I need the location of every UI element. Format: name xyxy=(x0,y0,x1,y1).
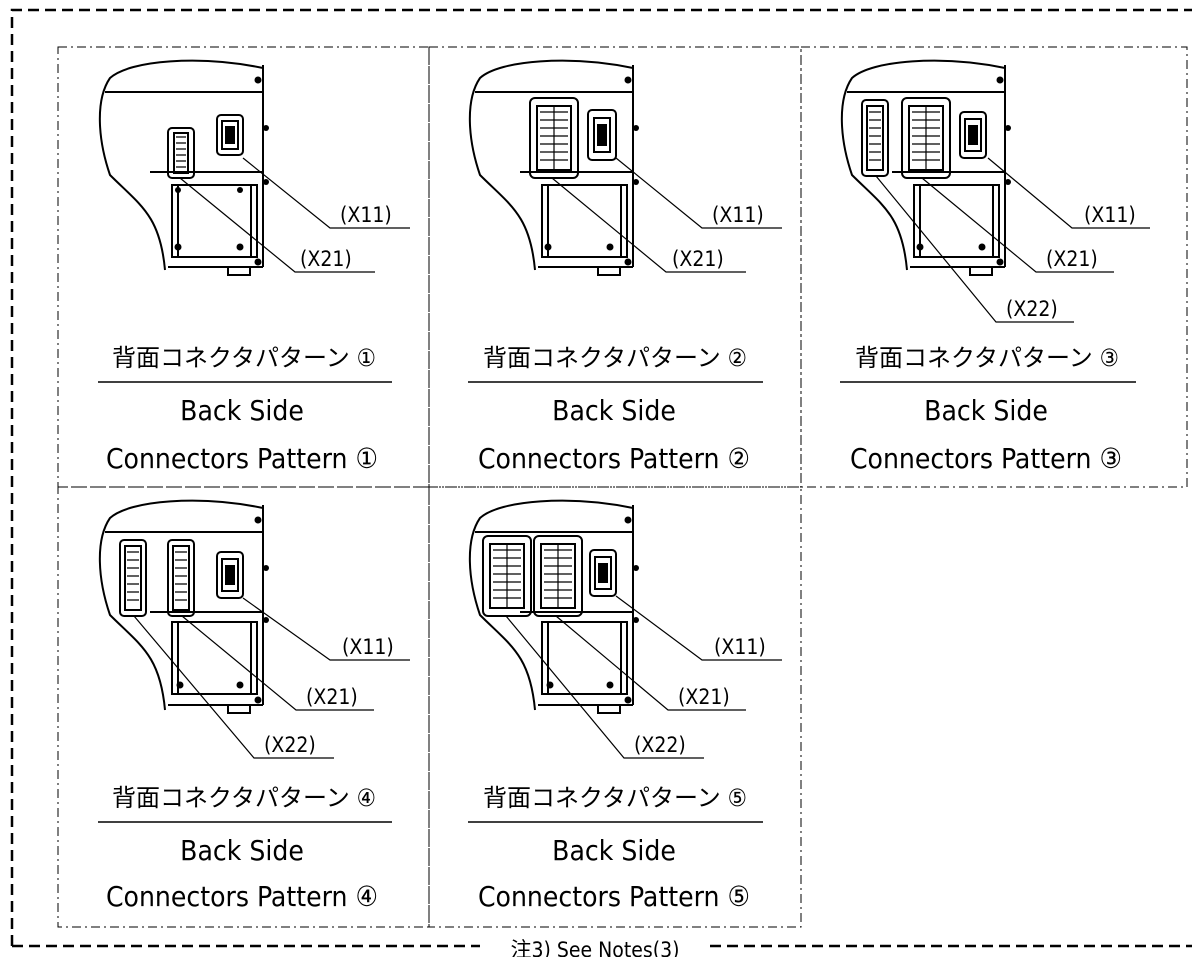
callout-x11: (X11) xyxy=(714,635,766,659)
controller-body-drawing xyxy=(468,59,634,276)
connector-x11 xyxy=(587,109,617,161)
mount-screws xyxy=(916,76,1011,266)
leader-lines xyxy=(551,157,782,273)
leader-lines xyxy=(505,595,782,759)
pattern-title-jp: 背面コネクタパターン ④ xyxy=(112,784,376,812)
mount-screws xyxy=(174,76,269,266)
pattern-title-en-line2: Connectors Pattern ④ xyxy=(106,880,378,913)
mount-screws xyxy=(544,76,639,266)
pattern-title-en-line1: Back Side xyxy=(552,834,676,867)
pattern-title-en-line2: Connectors Pattern ① xyxy=(106,442,378,475)
mount-screws xyxy=(546,516,639,704)
controller-body-drawing xyxy=(98,499,264,714)
leader-lines xyxy=(133,597,410,759)
connector-x21 xyxy=(529,97,579,179)
panel-pattern-1: (X11) (X21) 背面コネクタパターン ① Back Side Conne… xyxy=(98,59,410,475)
panel-frame-4 xyxy=(57,486,430,928)
pattern-title-en-line1: Back Side xyxy=(552,394,676,427)
pattern-title-en-line1: Back Side xyxy=(180,394,304,427)
panel-pattern-3: (X11) (X21) (X22) 背面コネクタパターン ③ Back Side… xyxy=(840,59,1150,475)
controller-body-drawing xyxy=(468,499,634,714)
pattern-title-en-line1: Back Side xyxy=(924,394,1048,427)
pattern-title-en-line2: Connectors Pattern ⑤ xyxy=(478,880,750,913)
leader-lines xyxy=(875,157,1150,323)
controller-body-drawing xyxy=(98,59,264,276)
connector-x22 xyxy=(119,539,147,617)
callout-x21: (X21) xyxy=(306,685,358,709)
callout-x22: (X22) xyxy=(634,733,686,757)
connector-x21 xyxy=(901,97,951,179)
panel-grid xyxy=(57,46,1188,928)
connector-x11 xyxy=(959,111,987,159)
connector-x11 xyxy=(589,549,617,597)
leader-lines xyxy=(179,157,410,273)
callout-x21: (X21) xyxy=(672,247,724,271)
callout-x22: (X22) xyxy=(264,733,316,757)
pattern-title-jp: 背面コネクタパターン ③ xyxy=(855,344,1119,372)
mount-screws xyxy=(176,516,269,704)
pattern-title-jp: 背面コネクタパターン ⑤ xyxy=(483,784,747,812)
connector-x22 xyxy=(861,99,889,177)
panel-pattern-4: (X11) (X21) (X22) 背面コネクタパターン ④ Back Side… xyxy=(98,499,410,913)
connector-x11 xyxy=(216,551,244,599)
outer-dashed-border xyxy=(10,8,1192,946)
callout-x22: (X22) xyxy=(1006,297,1058,321)
controller-body-drawing xyxy=(840,59,1006,276)
pattern-title-jp: 背面コネクタパターン ② xyxy=(483,344,747,372)
pattern-title-jp: 背面コネクタパターン ① xyxy=(112,344,376,372)
panel-pattern-5: (X11) (X21) (X22) 背面コネクタパターン ⑤ Back Side… xyxy=(468,499,782,913)
callout-x21: (X21) xyxy=(1046,247,1098,271)
connector-x11 xyxy=(216,114,244,156)
pattern-title-en-line2: Connectors Pattern ③ xyxy=(850,442,1122,475)
connector-x22 xyxy=(482,535,532,617)
pattern-title-en-line2: Connectors Pattern ② xyxy=(478,442,750,475)
callout-x21: (X21) xyxy=(300,247,352,271)
callout-x11: (X11) xyxy=(712,203,764,227)
pattern-title-en-line1: Back Side xyxy=(180,834,304,867)
panel-pattern-2: (X11) (X21) 背面コネクタパターン ② Back Side Conne… xyxy=(468,59,782,475)
callout-x21: (X21) xyxy=(678,685,730,709)
callout-x11: (X11) xyxy=(340,203,392,227)
footer-note: 注3) See Notes(3) xyxy=(511,938,680,957)
connector-x21 xyxy=(167,539,195,617)
callout-x11: (X11) xyxy=(1084,203,1136,227)
connector-x21 xyxy=(533,535,583,617)
panel-frame-3 xyxy=(800,46,1188,488)
callout-x11: (X11) xyxy=(342,635,394,659)
connector-x21 xyxy=(167,127,195,179)
panel-frame-5 xyxy=(428,486,802,928)
